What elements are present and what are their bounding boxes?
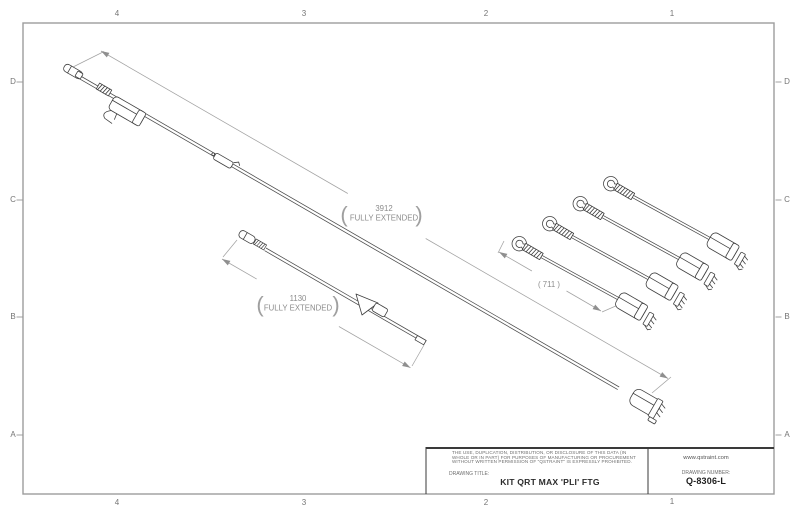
zone-label-left-b: B (10, 312, 16, 321)
main-strap-retractor (103, 96, 147, 127)
dim-3912-note: FULLY EXTENDED (350, 214, 419, 223)
dim-3912-paren-close: ) (415, 202, 422, 227)
dimension-1130: ( ) 1130 FULLY EXTENDED (222, 239, 425, 368)
strap-1130-label-sleeve (253, 238, 267, 251)
drawing-number: Q-8306-L (685, 476, 727, 486)
main-strap-mid-fitting (213, 153, 240, 169)
drawing-title-label: DRAWING TITLE: (449, 471, 490, 477)
legal-disclaimer: THE USE, DUPLICATION, DISTRIBUTION, OR D… (452, 450, 636, 465)
main-strap-label-sleeve (95, 82, 113, 97)
dim-3912-value: 3912 (375, 204, 392, 213)
dim-711-label: ( 711 ) (538, 280, 560, 289)
hook-retractor-assembly-4 (601, 174, 750, 271)
dim-3912-paren-open: ( (340, 202, 348, 227)
legal-disclaimer-line1: THE USE, DUPLICATION, DISTRIBUTION, OR D… (452, 450, 627, 455)
zone-label-right-b: B (784, 312, 790, 321)
zone-label-right-d: D (784, 77, 790, 86)
main-strap-buckle (63, 63, 84, 80)
drawing-title: KIT QRT MAX 'PLI' FTG (500, 476, 600, 487)
zone-label-right-a: A (784, 430, 790, 439)
main-strap-assembly (63, 63, 666, 425)
legal-disclaimer-line2: WHOLE OR IN PART) FOR PURPOSES OF MANUFA… (452, 454, 636, 460)
sheet-border (16, 22, 782, 495)
dimension-3912: ( ) 3912 FULLY EXTENDED (71, 51, 671, 394)
zone-label-bottom-1: 1 (669, 497, 675, 506)
main-strap-end-retractor (629, 389, 666, 425)
zone-label-left-a: A (10, 430, 16, 439)
hook-retractor-assembly-1 (509, 234, 658, 331)
title-block-lines (425, 447, 774, 494)
zone-label-top-2: 2 (483, 8, 489, 18)
hook-retractor-assembly-2 (540, 214, 689, 311)
dim-1130-note: FULLY EXTENDED (264, 304, 333, 313)
dim-1130-paren-close: ) (332, 292, 339, 317)
strap-1130-adjuster-plate (372, 302, 388, 318)
legal-disclaimer-line3: WITHOUT WRITTEN PERMISSION OF "QSTRAINT"… (452, 459, 633, 465)
website-url: www.qstraint.com (683, 455, 729, 461)
zone-label-right-c: C (784, 195, 790, 204)
webbing-hole (211, 152, 216, 157)
zone-label-left-d: D (10, 77, 16, 86)
zone-label-bottom-4: 4 (114, 498, 120, 507)
strap-1130-end-tip (414, 335, 427, 346)
dim-1130-paren-open: ( (256, 292, 264, 317)
zone-ticks (16, 81, 782, 436)
strap-1130-adjuster (355, 293, 379, 316)
dimension-711: ( 711 ) (498, 240, 619, 312)
zone-label-top-1: 1 (669, 8, 675, 18)
strap-1130-buckle (238, 230, 256, 244)
zone-label-top-4: 4 (114, 8, 120, 18)
zone-label-bottom-3: 3 (301, 498, 307, 507)
strap-1130 (238, 230, 427, 346)
zone-label-bottom-2: 2 (483, 497, 489, 507)
hook-retractor-assembly-3 (570, 194, 719, 291)
zone-label-left-c: C (10, 195, 16, 204)
zone-label-top-3: 3 (301, 8, 307, 18)
dim-1130-value: 1130 (290, 294, 307, 303)
drawing-number-label: DRAWING NUMBER: (681, 469, 731, 476)
